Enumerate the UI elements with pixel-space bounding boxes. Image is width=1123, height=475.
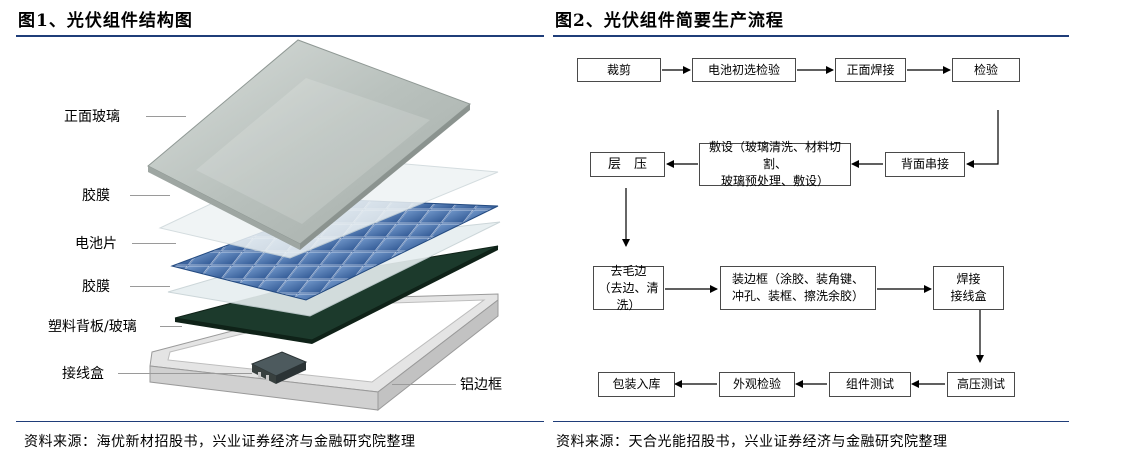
label-film-bottom: 胶膜 [82, 279, 110, 295]
label-backsheet: 塑料背板/玻璃 [48, 319, 137, 335]
leader-film-top [130, 195, 170, 196]
figure1-top-rule [16, 35, 544, 37]
step-visual-inspection: 外观检验 [719, 372, 795, 397]
step-pack-store: 包装入库 [598, 372, 675, 397]
step-laying: 敷设（玻璃清洗、材料切割、 玻璃预处理、敷设） [699, 140, 851, 188]
step-laying-line1: 敷设（玻璃清洗、材料切割、 [708, 140, 841, 171]
step-jbox-line2: 接线盒 [950, 289, 987, 303]
step-deburr-line2: （去边、清洗） [598, 280, 659, 312]
arrow-check-to-stringing [966, 110, 999, 168]
step-deburr-line1: 去毛边 [610, 263, 647, 278]
figure2-source: 资料来源：天合光能招股书，兴业证券经济与金融研究院整理 [556, 434, 948, 450]
figure2-top-rule [553, 35, 1069, 37]
step-hv-test: 高压测试 [947, 372, 1015, 397]
step-framing: 装边框（涂胶、装角键、 冲孔、装框、擦洗余胶） [720, 266, 876, 310]
figure2-bottom-rule [553, 421, 1069, 422]
step-junction-box: 焊接 接线盒 [933, 266, 1004, 310]
figure1-title: 图1、光伏组件结构图 [18, 11, 193, 31]
step-framing-line1: 装边框（涂胶、装角键、 [731, 272, 864, 286]
label-aluminum-frame: 铝边框 [460, 377, 502, 393]
label-front-glass: 正面玻璃 [64, 109, 120, 125]
step-module-test: 组件测试 [829, 372, 911, 397]
step-back-stringing: 背面串接 [885, 152, 965, 177]
figure1-source: 资料来源：海优新材招股书，兴业证券经济与金融研究院整理 [24, 434, 416, 450]
step-inspection: 检验 [952, 58, 1020, 82]
step-lamination: 层 压 [590, 152, 665, 177]
label-junction-box: 接线盒 [62, 366, 104, 382]
step-front-welding: 正面焊接 [835, 58, 906, 82]
step-laying-line2: 玻璃预处理、敷设） [720, 174, 829, 188]
step-cut: 裁剪 [577, 58, 661, 82]
leader-backsheet [160, 326, 182, 327]
step-cell-inspection: 电池初选检验 [692, 58, 796, 82]
leader-front-glass [146, 116, 186, 117]
step-framing-line2: 冲孔、装框、擦洗余胶） [731, 289, 864, 303]
figure2-title: 图2、光伏组件简要生产流程 [555, 11, 784, 31]
leader-aluminum-frame [392, 384, 456, 385]
label-cells: 电池片 [75, 236, 117, 252]
leader-cells [132, 243, 176, 244]
front-glass-shape [147, 39, 471, 250]
label-film-top: 胶膜 [82, 188, 110, 204]
step-jbox-line1: 焊接 [956, 272, 981, 286]
leader-film-bottom [130, 286, 170, 287]
figure1-bottom-rule [16, 421, 544, 422]
leader-junction-box [118, 373, 252, 374]
junction-box-shape [250, 351, 308, 384]
step-deburr: 去毛边 （去边、清洗） [593, 263, 664, 312]
